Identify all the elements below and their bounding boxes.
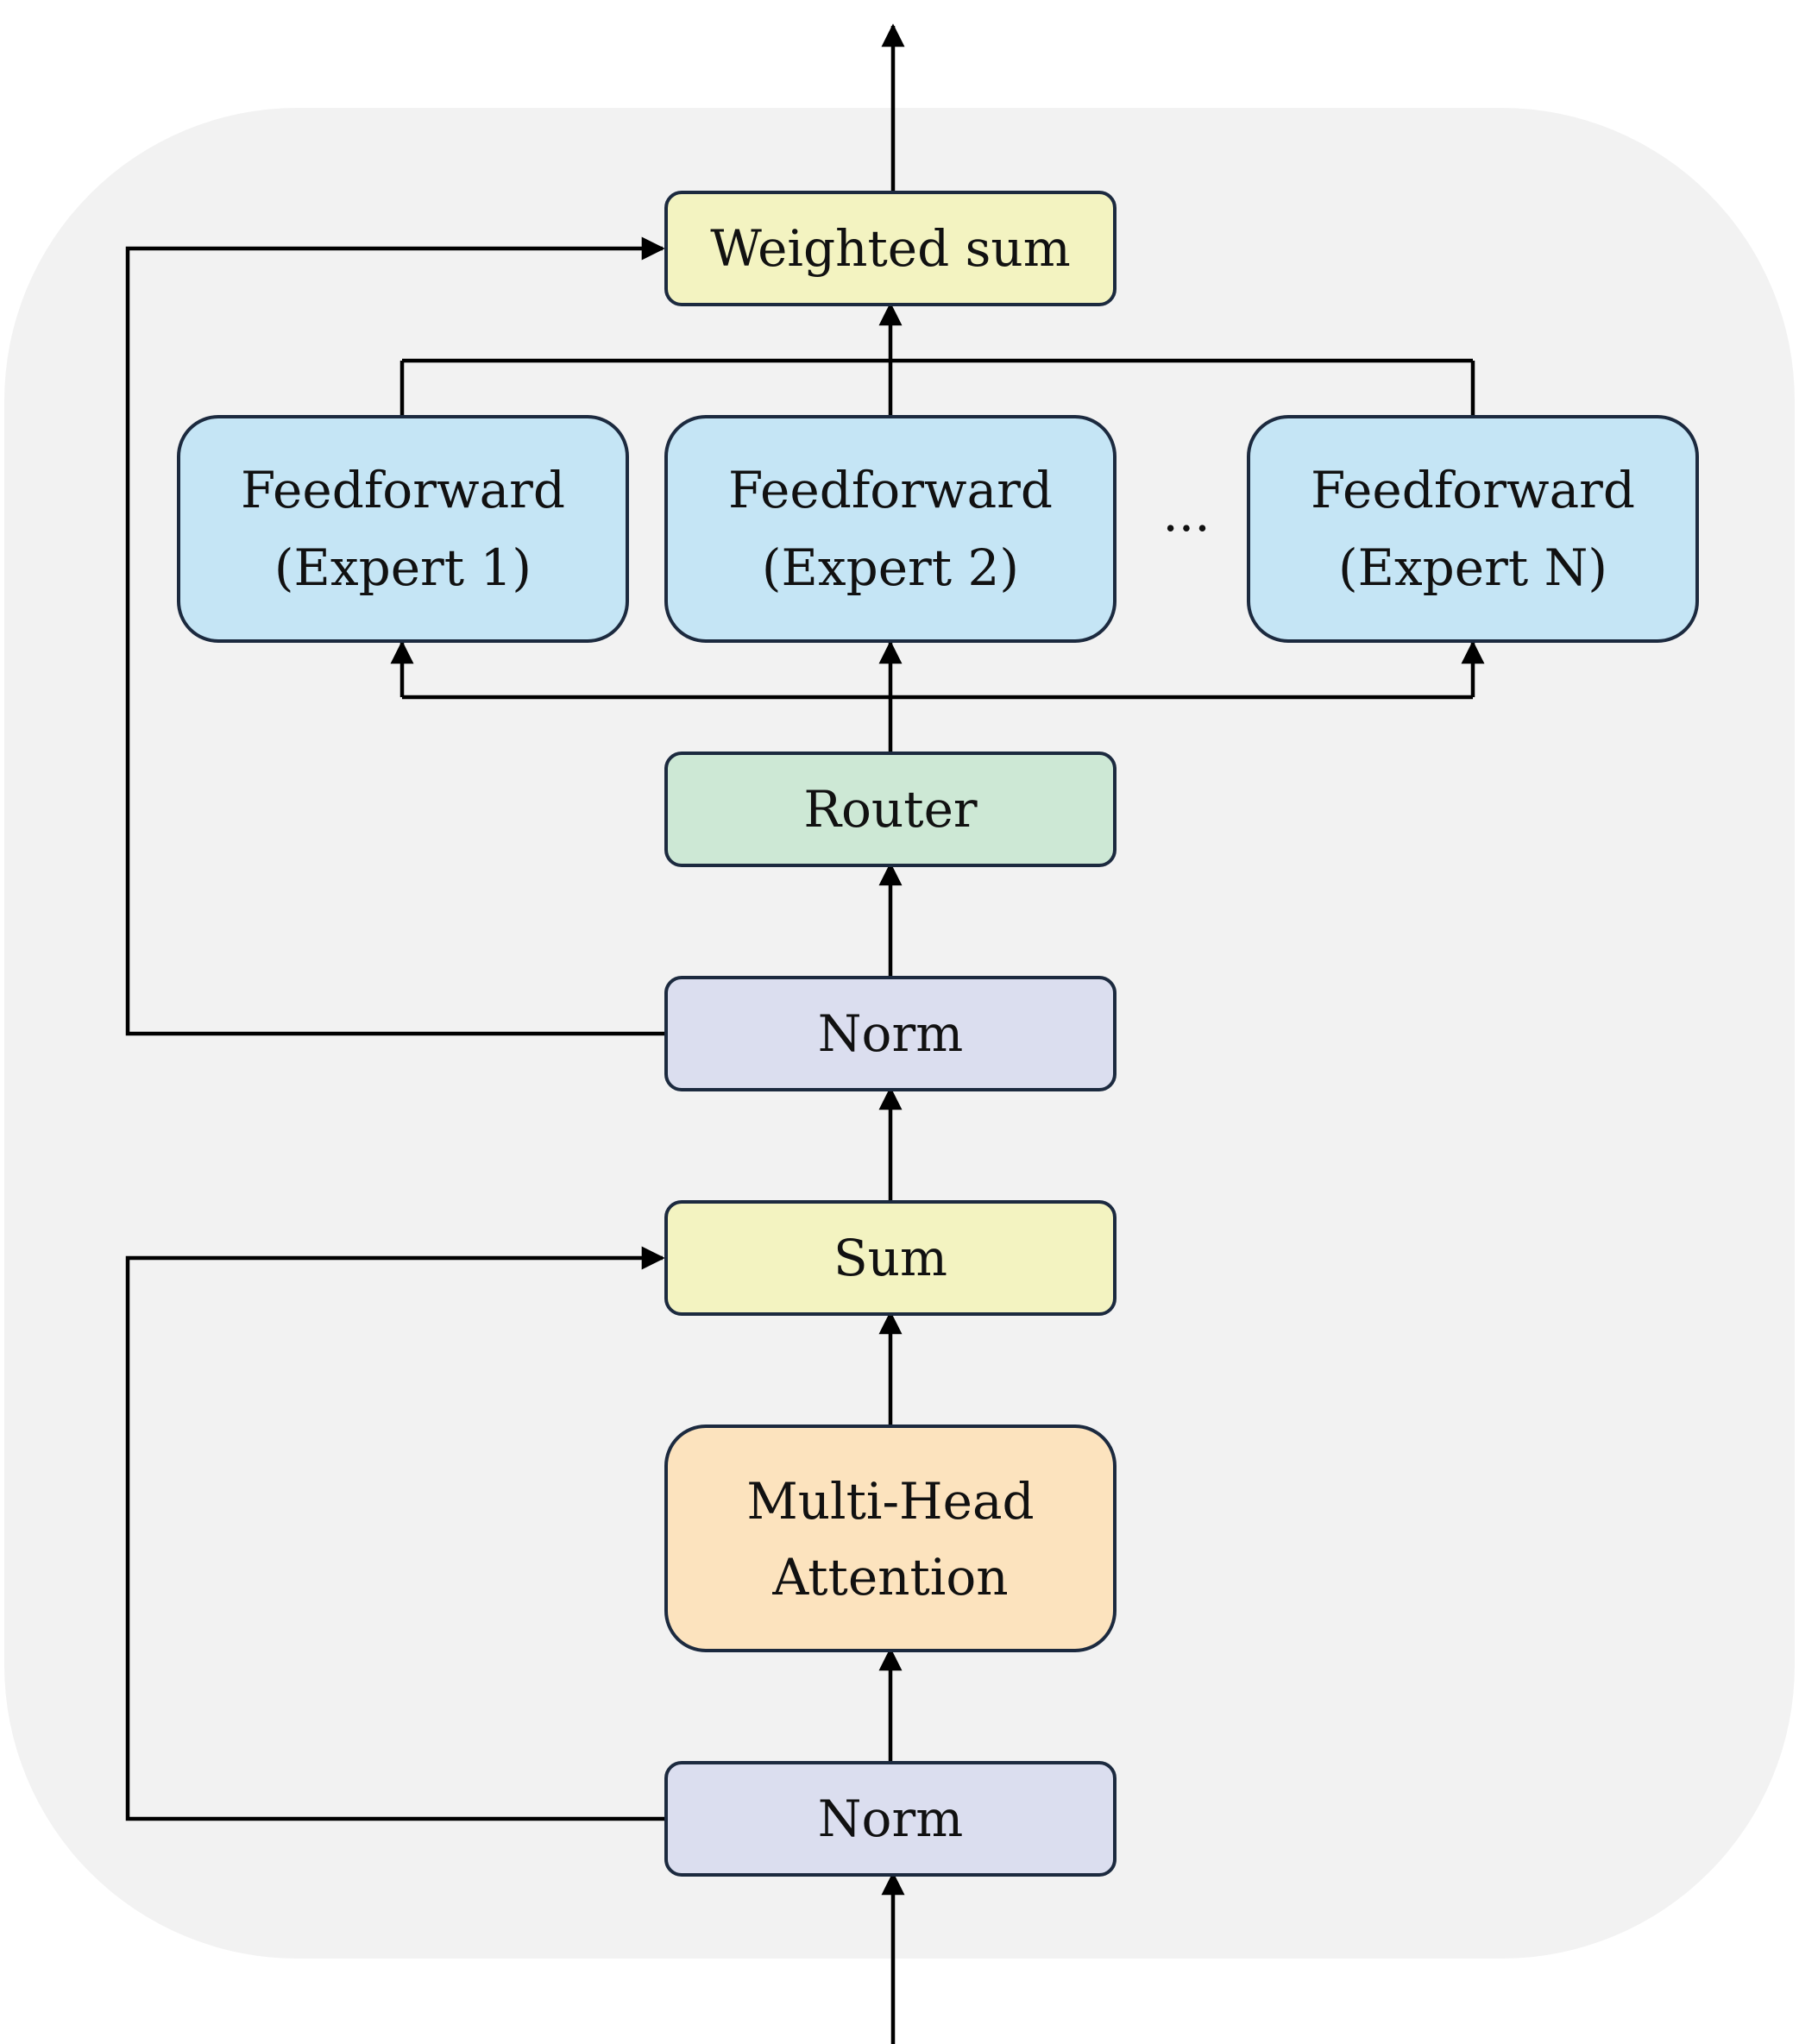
expert-1-label-line-2: (Expert 1) [274,538,532,597]
sum-label: Sum [833,1229,947,1287]
experts-ellipsis: ... [1162,484,1210,543]
norm-top-label: Norm [818,1004,963,1063]
residual-connection-upper [125,236,666,1036]
expert-n-label-line-2: (Expert N) [1338,538,1607,597]
router-label: Router [803,780,978,839]
attention-label-line-1: Multi-Head [746,1472,1034,1531]
attention-label-line-2: Attention [771,1548,1008,1607]
residual-connection-lower [125,1246,666,1821]
sum-block: Sum [664,1200,1117,1316]
expert-1-label-line-1: Feedforward [241,461,565,519]
router-block: Router [664,752,1117,867]
attention-block: Multi-Head Attention [664,1425,1117,1652]
weighted-sum-label: Weighted sum [710,219,1071,278]
expert-2-label-line-2: (Expert 2) [762,538,1019,597]
norm-block-bottom: Norm [664,1761,1117,1877]
expert-n-block: Feedforward (Expert N) [1247,415,1699,643]
connectors [125,23,1485,2044]
weighted-sum-block: Weighted sum [664,191,1117,306]
expert-1-block: Feedforward (Expert 1) [177,415,629,643]
expert-2-block: Feedforward (Expert 2) [664,415,1117,643]
expert-2-label-line-1: Feedforward [728,461,1053,519]
expert-n-label-line-1: Feedforward [1311,461,1635,519]
norm-block-top: Norm [664,976,1117,1091]
norm-bottom-label: Norm [818,1789,963,1848]
